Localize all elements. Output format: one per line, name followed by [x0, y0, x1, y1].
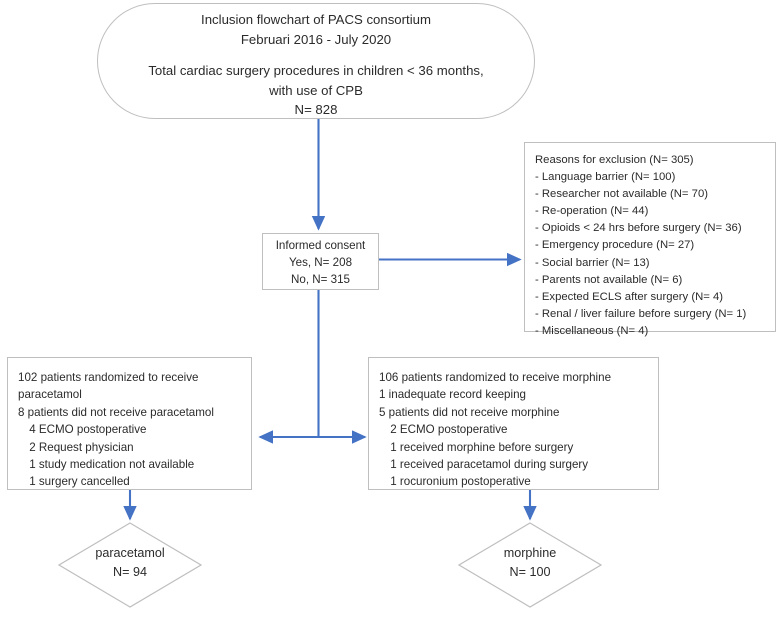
- exclusion-item: - Emergency procedure (N= 27): [535, 239, 695, 252]
- diamond-shape: [458, 522, 602, 608]
- header-title-line1: Inclusion flowchart of PACS consortium: [201, 12, 431, 27]
- exclusion-reasons-node: Reasons for exclusion (N= 305) - Languag…: [524, 142, 776, 337]
- exclusion-item: - Miscellaneous (N= 4): [535, 324, 649, 337]
- outcome-right-name: morphine: [503, 546, 557, 560]
- arm-left-line: 1 surgery cancelled: [26, 475, 130, 489]
- exclusion-item: - Parents not available (N= 6): [535, 273, 683, 286]
- arm-right-line: 1 rocuronium postoperative: [387, 475, 531, 489]
- header-body-line2: with use of CPB: [269, 82, 363, 98]
- exclusion-item: - Expected ECLS after surgery (N= 4): [535, 290, 724, 303]
- arm-left-line: 4 ECMO postoperative: [26, 423, 147, 437]
- arm-right-line: 1 received morphine before surgery: [387, 440, 574, 454]
- header-body-line1: Total cardiac surgery procedures in chil…: [148, 63, 484, 78]
- exclusion-item: - Opioids < 24 hrs before surgery (N= 36…: [535, 222, 742, 235]
- exclusion-item: - Renal / liver failure before surgery (…: [535, 307, 747, 320]
- exclusion-item: - Social barrier (N= 13): [535, 256, 650, 269]
- paracetamol-outcome-label: paracetamol N= 94: [58, 544, 202, 582]
- outcome-left-name: paracetamol: [95, 546, 165, 560]
- arm-right-line: 5 patients did not receive morphine: [379, 405, 560, 419]
- arm-right-line: 106 patients randomized to receive morph…: [379, 371, 612, 384]
- exclusion-item: - Researcher not available (N= 70): [535, 188, 708, 201]
- header-total-count: N= 828: [294, 102, 338, 117]
- arm-left-line: 1 study medication not available: [26, 458, 195, 472]
- paracetamol-arm-node: 102 patients randomized to receive parac…: [7, 357, 252, 490]
- outcome-left-count: N= 94: [113, 565, 147, 579]
- arm-left-line: 102 patients randomized to receive: [18, 371, 199, 384]
- morphine-outcome-node: morphine N= 100: [458, 522, 602, 608]
- header-node: Inclusion flowchart of PACS consortium F…: [97, 3, 535, 119]
- outcome-right-count: N= 100: [509, 565, 551, 579]
- informed-consent-node: Informed consent Yes, N= 208 No, N= 315: [262, 233, 379, 290]
- exclusion-item: - Re-operation (N= 44): [535, 205, 649, 218]
- arm-left-line: 8 patients did not receive paracetamol: [18, 405, 214, 419]
- morphine-arm-node: 106 patients randomized to receive morph…: [368, 357, 659, 490]
- arm-left-line: paracetamol: [18, 388, 82, 402]
- informed-consent-no: No, N= 315: [291, 273, 350, 286]
- morphine-outcome-label: morphine N= 100: [458, 544, 602, 582]
- informed-consent-title: Informed consent: [275, 239, 366, 252]
- exclusion-title: Reasons for exclusion (N= 305): [535, 154, 694, 166]
- arm-right-line: 1 received paracetamol during surgery: [387, 458, 589, 472]
- diamond-shape: [58, 522, 202, 608]
- header-title-line2: Februari 2016 - July 2020: [240, 31, 392, 47]
- arm-left-line: 2 Request physician: [26, 440, 134, 454]
- arm-right-line: 2 ECMO postoperative: [387, 423, 508, 437]
- header-spacer: [144, 49, 488, 61]
- informed-consent-yes: Yes, N= 208: [288, 256, 353, 269]
- paracetamol-outcome-node: paracetamol N= 94: [58, 522, 202, 608]
- exclusion-item: - Language barrier (N= 100): [535, 171, 676, 184]
- arm-right-line: 1 inadequate record keeping: [379, 388, 526, 402]
